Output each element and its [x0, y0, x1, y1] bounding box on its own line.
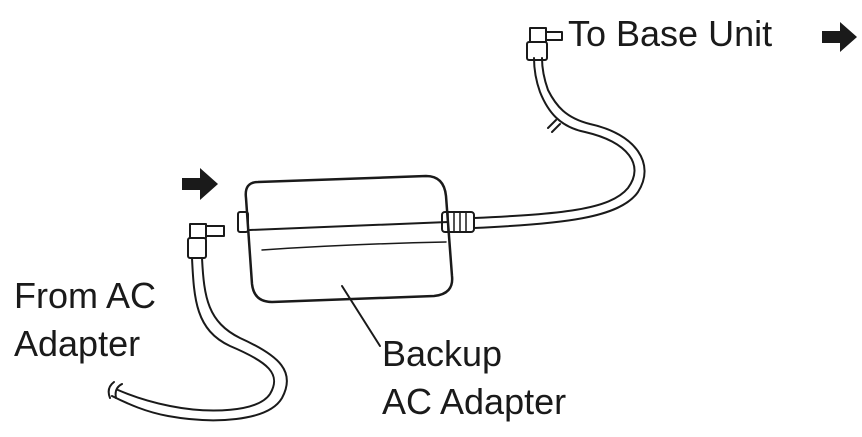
from-ac-label-line1: From AC — [14, 275, 157, 316]
backup-adapter-body — [244, 174, 454, 304]
input-jack — [237, 211, 249, 233]
to-base-unit-label: To Base Unit — [568, 13, 773, 54]
right-arrow-icon — [822, 22, 857, 52]
backup-adapter-label-line1: Backup — [382, 333, 503, 374]
backup-leader-line — [341, 285, 381, 347]
backup-adapter-label-line2: AC Adapter — [382, 381, 567, 422]
right-arrow-icon — [182, 168, 218, 200]
output-plug — [526, 27, 563, 61]
input-cable — [107, 257, 288, 422]
from-ac-label-line2: Adapter — [14, 323, 141, 364]
input-plug — [187, 223, 225, 259]
output-cable — [473, 57, 646, 229]
